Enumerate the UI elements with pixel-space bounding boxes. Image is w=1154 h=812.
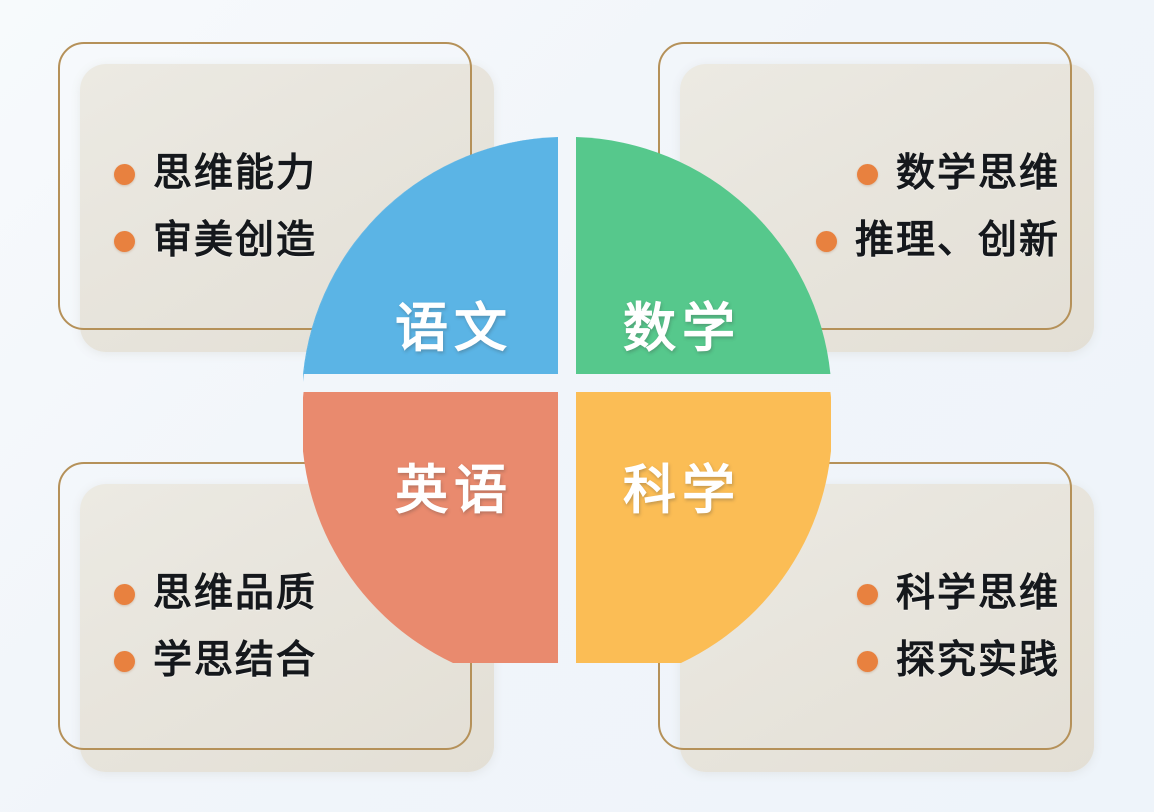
card-content: 科学思维 探究实践 (680, 484, 1094, 772)
bullet-dot-icon (856, 650, 878, 672)
bullet-dot-icon (815, 230, 837, 252)
bullet-dot-icon (856, 164, 878, 186)
bullet-label: 探究实践 (895, 638, 1060, 683)
bullet-label: 思维品质 (153, 571, 318, 617)
bullet-dot-icon (114, 584, 135, 606)
bullet-label: 科学思维 (895, 571, 1060, 617)
list-item: 数学思维 (714, 151, 1060, 197)
card-content: 思维品质 学思结合 (80, 484, 494, 772)
bullet-label: 推理、创新 (854, 218, 1060, 263)
list-item: 科学思维 (714, 571, 1060, 617)
list-item: 探究实践 (714, 638, 1060, 683)
bullet-dot-icon (856, 584, 878, 606)
bullet-dot-icon (114, 230, 135, 252)
card-content: 数学思维 推理、创新 (680, 64, 1094, 352)
bullet-dot-icon (114, 164, 135, 186)
list-item: 学思结合 (114, 638, 460, 683)
list-item: 审美创造 (114, 218, 460, 263)
card-content: 思维能力 审美创造 (80, 64, 494, 352)
bullet-label: 审美创造 (153, 218, 318, 263)
list-item: 思维品质 (114, 571, 460, 617)
list-item: 推理、创新 (714, 218, 1060, 263)
bullet-dot-icon (114, 650, 135, 672)
four-subject-wheel: 语文 数学 英语 科学 (303, 118, 831, 663)
bullet-label: 学思结合 (153, 638, 318, 683)
list-item: 思维能力 (114, 151, 460, 197)
bullet-label: 思维能力 (153, 151, 318, 197)
bullet-label: 数学思维 (895, 151, 1060, 197)
